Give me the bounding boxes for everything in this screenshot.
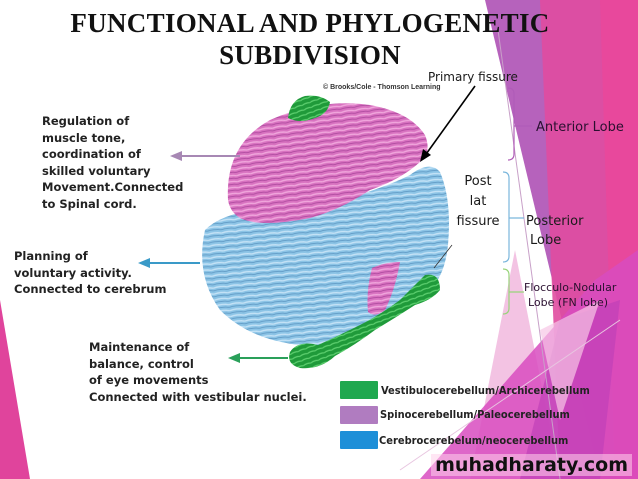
- paramedian-pink-patch: [367, 262, 400, 315]
- anterior-lobe-label: Anterior Lobe: [536, 120, 624, 135]
- anterior-lobe-pink: [227, 103, 428, 223]
- slide-title-line-1: FUNCTIONAL AND PHYLOGENETIC: [70, 8, 550, 38]
- bg-shape-soft: [540, 300, 600, 420]
- fn-lobe-line-2: Lobe (FN lobe): [528, 296, 609, 309]
- posterior-lobe-line-1: Posterior: [526, 214, 584, 229]
- bg-line: [497, 29, 561, 479]
- spino-line-2: muscle tone,: [42, 130, 126, 145]
- legend-label-vestibulo: Vestibulocerebellum/Archicerebellum: [381, 384, 590, 397]
- primary-fissure-label: Primary fissure: [428, 70, 518, 84]
- vestibulo-line-1: Maintenance of: [89, 340, 190, 354]
- cerebro-line-3: Connected to cerebrum: [14, 282, 167, 296]
- posterior-lobe-line-2: Lobe: [530, 233, 562, 248]
- spino-line-6: to Spinal cord.: [42, 196, 137, 211]
- post-lat-fissure-label: Post lat fissure: [452, 172, 504, 232]
- watermark: muhadharaty.com: [431, 454, 632, 476]
- cerebrocerebellum-function-text: Planning of voluntary activity. Connecte…: [14, 248, 166, 298]
- arrow-vestibulocerebellum: [228, 353, 288, 363]
- legend-swatch-spino: [340, 406, 378, 424]
- post-lat-fissure-line-1: Post: [464, 174, 492, 189]
- post-lat-fissure-line-2: lat: [469, 194, 487, 209]
- bracket-posterior: [502, 171, 524, 263]
- bg-shape-left-pink: [0, 300, 30, 479]
- primary-fissure-pointer: [420, 85, 476, 162]
- vestibulo-line-2: balance, control: [89, 356, 194, 371]
- posterior-lobe-label: Posterior Lobe: [526, 212, 583, 250]
- flocculus-top-green: [288, 95, 330, 121]
- vestibulocerebellum-function-text: Maintenance of balance, control of eye m…: [89, 339, 307, 405]
- vestibulo-line-3: of eye movements: [89, 373, 209, 387]
- spino-line-4: skilled voluntary: [42, 163, 151, 178]
- bracket-fn: [502, 268, 524, 315]
- fn-lobe-label: Flocculo-Nodular Lobe (FN lobe): [524, 280, 616, 310]
- image-credit: © Brooks/Cole - Thomson Learning: [323, 84, 441, 91]
- arrow-spinocerebellum: [170, 151, 240, 161]
- flocculonodular-green: [289, 274, 440, 369]
- legend-swatch-vestibulo: [340, 381, 378, 399]
- legend-label-cerebro: Cerebrocerebelum/neocerebellum: [379, 434, 569, 447]
- bg-line-2: [399, 319, 621, 471]
- arrow-cerebrocerebellum: [138, 258, 200, 268]
- vestibulo-line-4: Connected with vestibular nuclei.: [89, 389, 307, 404]
- cerebro-line-2: voluntary activity.: [14, 265, 132, 280]
- bracket-anterior: [507, 87, 532, 161]
- post-lat-fissure-line-3: fissure: [456, 214, 500, 229]
- spinocerebellum-function-text: Regulation of muscle tone, coordination …: [42, 113, 183, 212]
- post-lat-fissure-pointer: [433, 244, 453, 269]
- spino-line-5: Movement.Connected: [42, 180, 184, 194]
- spino-line-3: coordination of: [42, 147, 141, 161]
- spino-line-1: Regulation of: [42, 114, 130, 128]
- fn-lobe-line-1: Flocculo-Nodular: [524, 281, 617, 294]
- slide-title-line-2: SUBDIVISION: [219, 40, 401, 70]
- cerebro-line-1: Planning of: [14, 249, 88, 263]
- legend-label-spino: Spinocerebellum/Paleocerebellum: [380, 408, 570, 421]
- legend-swatch-cerebro: [340, 431, 378, 449]
